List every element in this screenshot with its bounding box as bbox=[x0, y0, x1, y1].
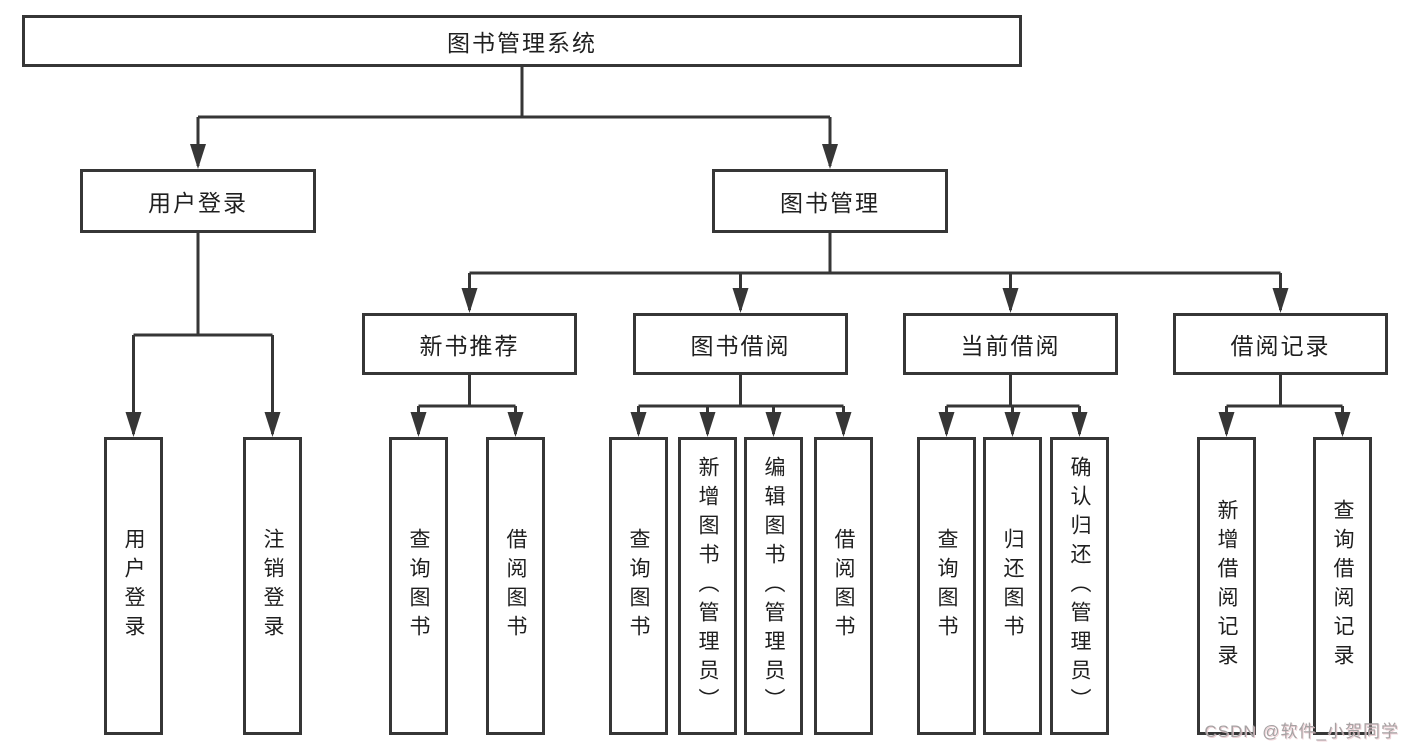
watermark: CSDN @软件_小贺同学 bbox=[1204, 722, 1399, 741]
arrowhead bbox=[264, 412, 281, 437]
leaf-query-books-1: 查询图书 bbox=[389, 437, 448, 735]
arrowhead bbox=[190, 144, 206, 169]
arrowhead bbox=[938, 412, 955, 437]
node-new-book-recommend: 新书推荐 bbox=[362, 313, 577, 375]
leaf-query-borrow-record-label: 查询借阅记录 bbox=[1331, 499, 1354, 673]
node-borrowing-records-label: 借阅记录 bbox=[1230, 333, 1331, 359]
leaf-edit-book-admin-label: 编辑图书（管理员） bbox=[762, 455, 785, 717]
leaf-query-books-2-label: 查询图书 bbox=[627, 528, 650, 644]
arrowhead bbox=[1218, 412, 1235, 437]
node-root: 图书管理系统 bbox=[22, 15, 1022, 67]
connector-borrowing-records-children bbox=[1225, 375, 1344, 434]
connector-root-to-level2 bbox=[196, 67, 832, 166]
node-new-book-recommend-label: 新书推荐 bbox=[419, 333, 520, 359]
leaf-return-book-label: 归还图书 bbox=[1001, 528, 1024, 644]
leaf-add-borrow-record: 新增借阅记录 bbox=[1197, 437, 1256, 735]
arrowhead bbox=[1071, 412, 1088, 437]
leaf-borrow-books-2-label: 借阅图书 bbox=[832, 528, 855, 644]
arrowhead bbox=[125, 412, 142, 437]
arrowhead bbox=[765, 412, 782, 437]
leaf-query-books-1-label: 查询图书 bbox=[407, 528, 430, 644]
connector-user-login-children bbox=[132, 233, 274, 434]
node-book-borrowing: 图书借阅 bbox=[633, 313, 848, 375]
connector-new-book-children bbox=[417, 375, 517, 434]
leaf-add-borrow-record-label: 新增借阅记录 bbox=[1215, 499, 1238, 673]
arrowhead bbox=[822, 144, 838, 169]
node-book-management: 图书管理 bbox=[712, 169, 948, 233]
arrowhead bbox=[1002, 288, 1019, 313]
arrowhead bbox=[1334, 412, 1351, 437]
node-current-borrowing: 当前借阅 bbox=[903, 313, 1118, 375]
node-borrowing-records: 借阅记录 bbox=[1173, 313, 1388, 375]
node-user-login-label: 用户登录 bbox=[148, 190, 248, 216]
arrowhead bbox=[630, 412, 647, 437]
leaf-confirm-return-admin-label: 确认归还（管理员） bbox=[1068, 455, 1091, 717]
arrowhead bbox=[507, 412, 524, 437]
leaf-query-books-3-label: 查询图书 bbox=[935, 528, 958, 644]
arrowhead bbox=[1004, 412, 1021, 437]
leaf-confirm-return-admin: 确认归还（管理员） bbox=[1050, 437, 1109, 735]
leaf-logout-label: 注销登录 bbox=[261, 528, 284, 644]
leaf-query-books-3: 查询图书 bbox=[917, 437, 976, 735]
leaf-return-book: 归还图书 bbox=[983, 437, 1042, 735]
node-book-borrowing-label: 图书借阅 bbox=[690, 333, 791, 359]
leaf-user-login-label: 用户登录 bbox=[122, 528, 145, 644]
leaf-user-login: 用户登录 bbox=[104, 437, 163, 735]
leaf-borrow-books-2: 借阅图书 bbox=[814, 437, 873, 735]
arrowhead bbox=[835, 412, 852, 437]
connector-current-borrowing-children bbox=[945, 375, 1081, 434]
connector-book-borrowing-children bbox=[637, 375, 845, 434]
leaf-add-book-admin: 新增图书（管理员） bbox=[678, 437, 737, 735]
node-current-borrowing-label: 当前借阅 bbox=[960, 333, 1061, 359]
leaf-logout: 注销登录 bbox=[243, 437, 302, 735]
node-book-management-label: 图书管理 bbox=[780, 190, 880, 216]
arrowhead bbox=[732, 288, 749, 313]
leaf-borrow-books-1-label: 借阅图书 bbox=[504, 528, 527, 644]
arrowhead bbox=[699, 412, 716, 437]
leaf-add-book-admin-label: 新增图书（管理员） bbox=[696, 455, 719, 717]
connector-book-management-children bbox=[468, 233, 1282, 310]
arrowhead bbox=[410, 412, 427, 437]
node-root-label: 图书管理系统 bbox=[447, 30, 597, 56]
arrowhead bbox=[461, 288, 478, 313]
leaf-query-borrow-record: 查询借阅记录 bbox=[1313, 437, 1372, 735]
leaf-query-books-2: 查询图书 bbox=[609, 437, 668, 735]
node-user-login: 用户登录 bbox=[80, 169, 316, 233]
leaf-borrow-books-1: 借阅图书 bbox=[486, 437, 545, 735]
arrowhead bbox=[1272, 288, 1289, 313]
leaf-edit-book-admin: 编辑图书（管理员） bbox=[744, 437, 803, 735]
